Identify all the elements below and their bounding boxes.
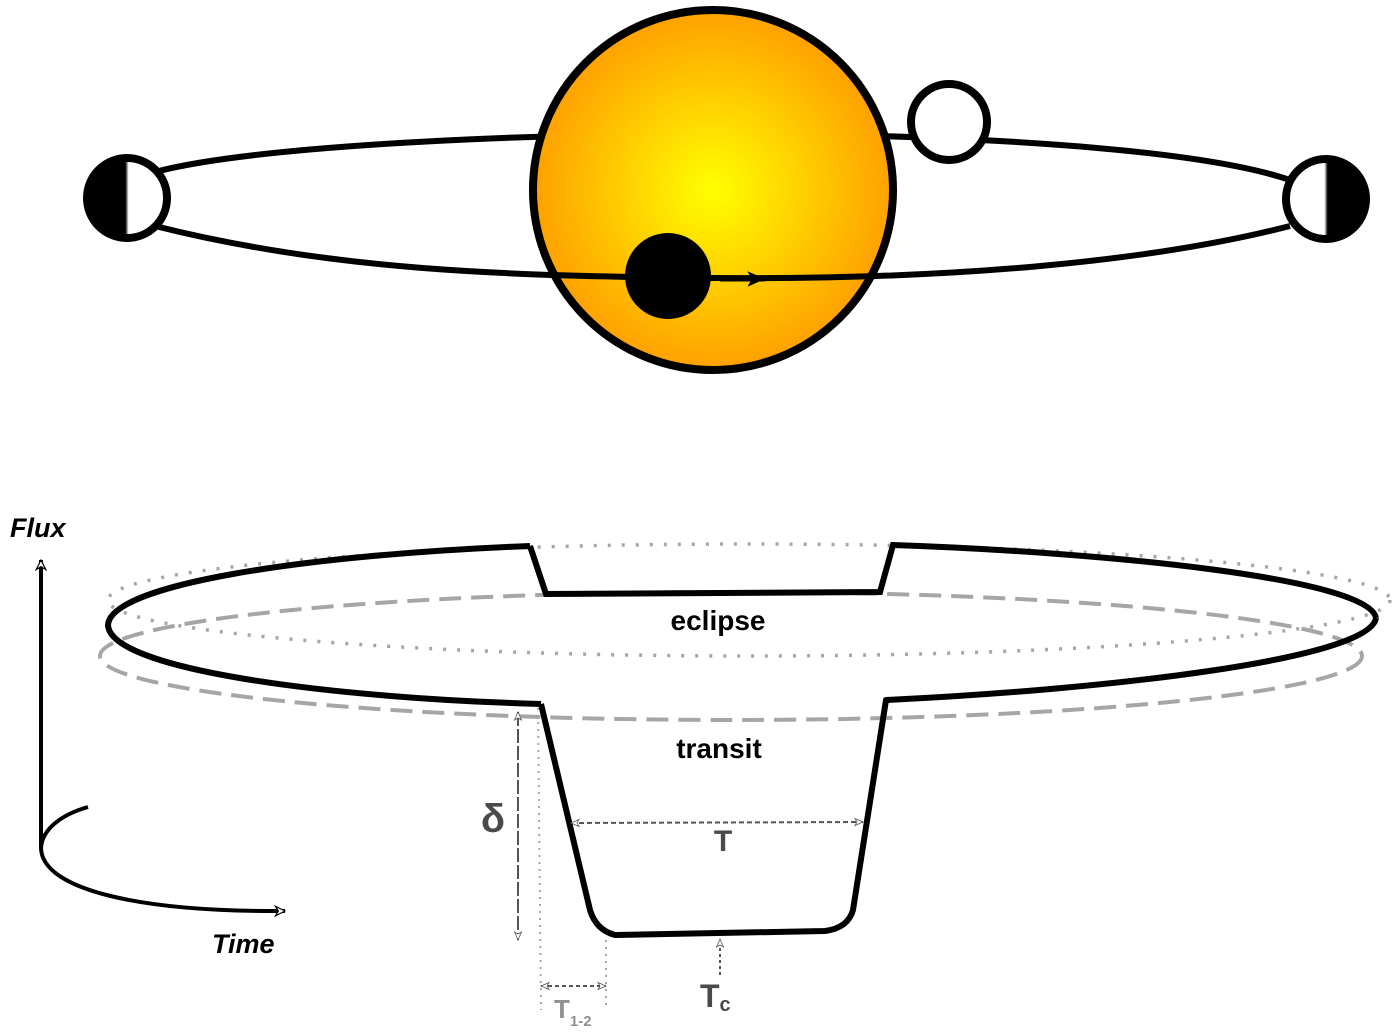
time-axis-label: Time [212, 929, 275, 959]
light-curve-diagram: Flux Time eclipse transit δ T T1-2 Tc [10, 513, 1392, 1030]
planet-transit [625, 233, 711, 319]
ingress-label-subscript: 1-2 [570, 1013, 592, 1030]
transit-label: transit [676, 733, 762, 764]
duration-label: T [714, 825, 732, 858]
planet-left-quadrature [83, 154, 171, 242]
light-curve-left-arc [104, 543, 542, 707]
ingress-label: T1-2 [554, 994, 592, 1030]
center-time-label-subscript: c [720, 994, 731, 1016]
center-time-label: Tc [700, 978, 731, 1016]
planet-eclipse [907, 80, 991, 164]
planet-right-quadrature [1282, 155, 1370, 243]
ingress-guide-left [537, 707, 542, 1011]
light-curve-upper [527, 541, 1379, 620]
depth-label: δ [481, 797, 505, 841]
eclipse-baseline-ellipse [106, 542, 1392, 658]
ingress-label-base: T [554, 994, 570, 1024]
star [529, 6, 897, 374]
time-axis [38, 805, 285, 911]
flux-axis-label: Flux [10, 513, 66, 543]
duration-arrow [570, 817, 864, 828]
eclipse-label: eclipse [671, 605, 766, 636]
orbit-diagram [83, 6, 1370, 374]
center-time-label-base: T [700, 978, 720, 1014]
light-curve-transit [538, 616, 1379, 938]
orbit-front-arc [154, 223, 1291, 282]
